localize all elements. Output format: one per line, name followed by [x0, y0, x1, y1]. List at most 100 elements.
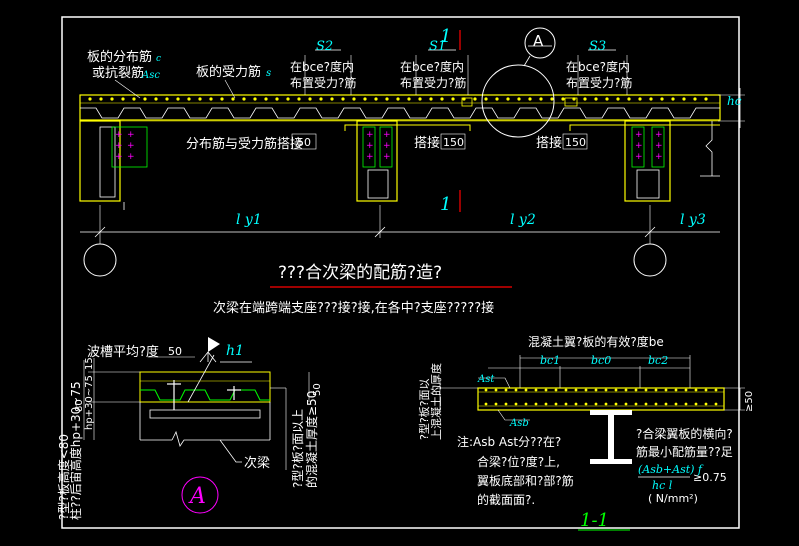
section-rebar-dot — [644, 402, 648, 406]
section-note-4: 的截面面?. — [477, 492, 535, 507]
splice-note: 分布筋与受力筋搭接 — [186, 136, 303, 152]
section-rebar-dot — [494, 388, 498, 392]
section-rebar-dot — [554, 402, 558, 406]
rebar-dot — [550, 97, 554, 101]
section-rebar-dot — [704, 388, 708, 392]
stud-cross: + — [383, 152, 391, 162]
dist-rebar-label-2: 或抗裂筋 — [92, 65, 144, 81]
section-rebar-dot — [564, 388, 568, 392]
section-tag: 1-1 — [580, 510, 609, 531]
rebar-dot — [627, 97, 631, 101]
rebar-dots — [88, 97, 708, 101]
stud-cross: + — [635, 152, 643, 162]
section-rebar-dot — [484, 388, 488, 392]
rebar-dot — [198, 97, 202, 101]
rebar-dot — [561, 97, 565, 101]
left-support — [79, 120, 121, 202]
section-rebar-dot — [564, 402, 568, 406]
bc1-label: bc1 — [540, 354, 560, 367]
section-rebar-dot — [504, 402, 508, 406]
section-rebar-dot — [634, 402, 638, 406]
rebar-dot — [363, 97, 367, 101]
splice-label-3: 搭接 — [536, 135, 562, 151]
stud-cross: + — [635, 130, 643, 140]
section-rebar-dot — [654, 402, 658, 406]
section-rebar-dot — [614, 402, 618, 406]
stud-cross: + — [655, 152, 663, 162]
section-rebar-dot — [574, 388, 578, 392]
stud-cross: + — [655, 130, 663, 140]
right-note-1: ?合梁翼板的横向? — [636, 426, 733, 441]
rebar-dot — [264, 97, 268, 101]
formula-denominator: hc l — [652, 479, 673, 492]
section-rebar-dot — [574, 402, 578, 406]
asc-sub: c — [156, 54, 161, 64]
stud-cross: + — [366, 141, 374, 151]
section-rebar-dot — [484, 402, 488, 406]
section-rebar-dot — [624, 402, 628, 406]
rebar-dot — [220, 97, 224, 101]
rebar-dot — [418, 97, 422, 101]
dim-hp-30-75: hp+30~75 — [84, 375, 95, 430]
stud-markers: ++++++++++++++++++ — [115, 130, 663, 162]
section-rebar-dot — [514, 402, 518, 406]
section-rebar-dot — [684, 402, 688, 406]
ly2-label: l y2 — [510, 212, 536, 228]
stud-cross: + — [127, 152, 135, 162]
section-rebar-dot — [594, 388, 598, 392]
detail-a: 波槽平均?度 50 h1 15 hp+30~75 80 柱??后宙高度hp+30… — [56, 337, 323, 520]
rebar-dot — [143, 97, 147, 101]
section-note-1: 注:Asb Ast分??在? — [457, 434, 561, 449]
section-rebar-dot — [604, 388, 608, 392]
stud-cross: + — [655, 141, 663, 151]
rebar-dot — [253, 97, 257, 101]
bce-note-s3-2: 布置受力?筋 — [566, 75, 632, 90]
ast-label: Ast — [477, 374, 495, 385]
rebar-dot — [517, 97, 521, 101]
flange-slab — [477, 387, 725, 411]
section-rebar-dot — [554, 388, 558, 392]
splice-dim-1: 50 — [297, 136, 311, 149]
rebar-dot — [638, 97, 642, 101]
section-note-2: 合梁?位?度?上, — [477, 454, 560, 469]
rebar-dot — [88, 97, 92, 101]
axis-bubble-right — [633, 243, 667, 277]
dim-15: 15 — [84, 357, 95, 370]
main-title: ???合次梁的配筋?造? — [278, 263, 442, 283]
rebar-dot — [693, 97, 697, 101]
secondary-beam-label: 次梁 — [244, 455, 270, 471]
hc-label: hc — [727, 94, 742, 108]
section-rebar-dot — [524, 402, 528, 406]
section-rebar-dot — [584, 388, 588, 392]
stud-cross: + — [127, 141, 135, 151]
section-rebar-dot — [684, 388, 688, 392]
bce-note-s3-1: 在bce?度内 — [566, 59, 630, 74]
slab-rebar-label: 板的受力筋 — [196, 64, 261, 80]
bce-note-s1-1: 在bce?度内 — [400, 59, 464, 74]
splice-dim-2: 150 — [443, 136, 464, 149]
section-rebar-dot — [594, 402, 598, 406]
section-rebar-dot — [524, 388, 528, 392]
formula-unit: ( N/mm²) — [648, 492, 698, 505]
as-label: s — [266, 68, 271, 79]
s1-label: S1 — [429, 39, 446, 54]
section-rebar-dot — [534, 402, 538, 406]
rebar-dot — [330, 97, 334, 101]
bce-note-s1-2: 布置受力?筋 — [400, 75, 466, 90]
section-1-top: 1 — [440, 26, 451, 47]
rebar-dot — [605, 97, 609, 101]
dim-80: 80 — [74, 399, 85, 412]
rebar-dot — [583, 97, 587, 101]
section-rebar-dot — [584, 402, 588, 406]
detail-a-bubble — [524, 27, 556, 59]
section-rebar-dot — [534, 388, 538, 392]
section-rebar-dot — [634, 388, 638, 392]
subtitle: 次梁在端跨端支座???接?接,在各中?支座?????接 — [213, 300, 494, 316]
rebar-dot — [176, 97, 180, 101]
stud-cross: + — [366, 152, 374, 162]
stud-cross: + — [115, 152, 123, 162]
rebar-dot — [440, 97, 444, 101]
left-note-2: ?型?板高度<80 — [56, 434, 71, 520]
stud-cross: + — [115, 141, 123, 151]
rebar-dot — [473, 97, 477, 101]
